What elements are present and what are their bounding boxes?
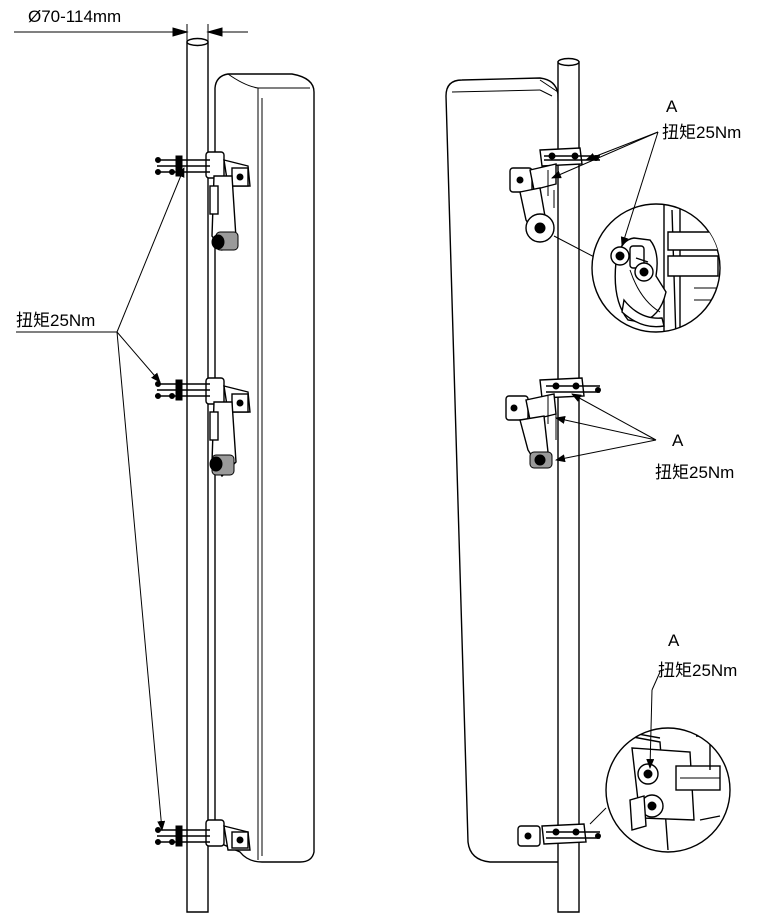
pole-diameter-label: Ø70-114mm xyxy=(28,7,121,26)
left-torque-callout: 扭矩25Nm xyxy=(16,167,185,831)
left-torque-label: 扭矩25Nm xyxy=(16,311,95,330)
left-antenna-panel xyxy=(214,73,315,863)
callout-a-bottom: A 扭矩25Nm xyxy=(646,631,737,769)
left-bracket-bottom xyxy=(155,819,251,851)
pole-diameter-dimension: Ø70-114mm xyxy=(14,7,248,42)
left-bracket-middle xyxy=(155,377,251,478)
callout-a-middle: A 扭矩25Nm xyxy=(555,393,734,482)
right-pole xyxy=(557,57,580,913)
left-pole xyxy=(186,37,209,913)
callout-a-bottom-torque: 扭矩25Nm xyxy=(658,661,737,680)
left-bracket-top xyxy=(155,151,251,252)
callout-a-middle-torque: 扭矩25Nm xyxy=(655,463,734,482)
callout-a-top-letter: A xyxy=(666,97,678,116)
right-bracket-bottom xyxy=(517,823,601,847)
right-antenna-panel xyxy=(445,77,577,863)
left-view: Ø70-114mm 扭矩25Nm xyxy=(14,7,315,913)
right-bracket-middle xyxy=(505,377,601,469)
callout-a-top-torque: 扭矩25Nm xyxy=(662,123,741,142)
right-view: A 扭矩25Nm A 扭矩25Nm A 扭矩25Nm xyxy=(445,57,741,913)
bottom-detail-magnifier xyxy=(589,727,731,853)
top-detail-magnifier xyxy=(553,203,721,333)
callout-a-top: A 扭矩25Nm xyxy=(551,97,741,247)
callout-a-bottom-letter: A xyxy=(668,631,680,650)
callout-a-middle-letter: A xyxy=(672,431,684,450)
